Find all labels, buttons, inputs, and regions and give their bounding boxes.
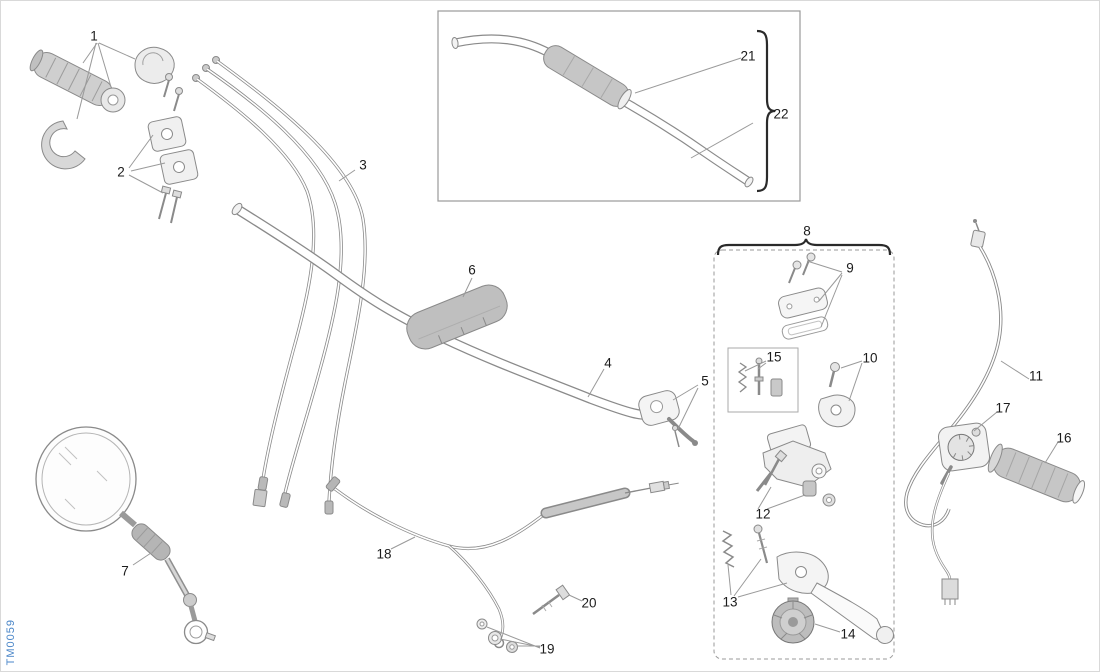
switch-17 — [930, 422, 991, 605]
part-label-6: 6 — [468, 262, 476, 278]
diagram-code: TM0059 — [5, 618, 17, 665]
throttle-grip-1 — [29, 46, 183, 170]
part-label-19: 19 — [539, 641, 555, 657]
part-label-15: 15 — [766, 349, 782, 365]
part-label-18: 18 — [376, 546, 392, 562]
detail-box — [437, 10, 801, 202]
part-label-10: 10 — [862, 350, 878, 366]
part-label-13: 13 — [722, 594, 738, 610]
cable-11 — [904, 219, 1003, 528]
part-label-4: 4 — [604, 355, 612, 371]
part-label-21: 21 — [740, 48, 756, 64]
wire-connector — [941, 578, 959, 600]
part-label-9: 9 — [846, 260, 854, 276]
small-parts-15 — [727, 347, 799, 413]
grip-21 — [543, 45, 632, 110]
part-label-16: 16 — [1056, 430, 1072, 446]
clamp-half — [41, 120, 86, 170]
cable-18 — [325, 476, 679, 649]
part-label-7: 7 — [121, 563, 129, 579]
part-label-5: 5 — [701, 373, 709, 389]
washers-19 — [476, 618, 518, 653]
lever-pivot-13 — [721, 524, 894, 644]
brace-8 — [716, 238, 892, 256]
part-label-12: 12 — [755, 506, 771, 522]
part-label-8: 8 — [803, 223, 811, 239]
master-cylinder-group-8 — [713, 238, 895, 660]
bolt-20 — [532, 584, 571, 616]
part-label-2: 2 — [117, 164, 125, 180]
fasteners-12 — [763, 449, 836, 507]
part-label-20: 20 — [581, 595, 597, 611]
grip-16 — [987, 443, 1086, 504]
clamp-10 — [818, 362, 856, 428]
part-label-1: 1 — [90, 28, 98, 44]
part-label-11: 11 — [1028, 368, 1044, 384]
reservoir-cap-9 — [778, 252, 829, 340]
part-label-22: 22 — [773, 106, 789, 122]
mirror-7 — [35, 426, 217, 645]
switch-5 — [638, 390, 698, 448]
cables-3 — [192, 56, 367, 515]
bar-clamps-2 — [147, 116, 199, 224]
brace-22 — [756, 29, 776, 193]
part-label-17: 17 — [995, 400, 1011, 416]
bar-pad-6 — [406, 284, 508, 350]
callout-lines — [76, 42, 1059, 649]
master-cylinder-body — [755, 424, 832, 492]
part-label-3: 3 — [359, 157, 367, 173]
part-label-14: 14 — [840, 626, 856, 642]
knob-14 — [771, 597, 815, 644]
